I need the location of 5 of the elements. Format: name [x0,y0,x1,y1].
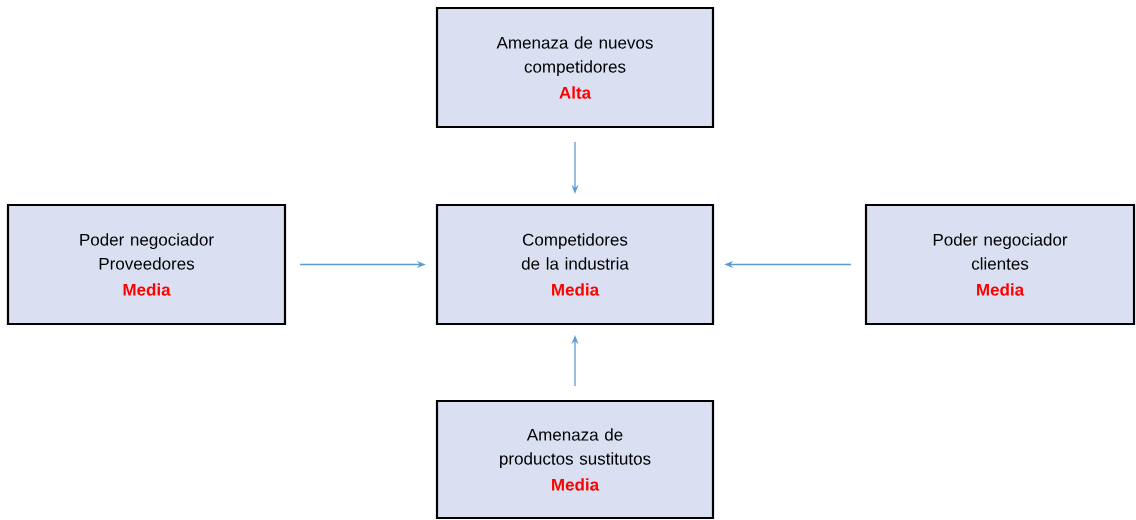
force-box: Amenaza de nuevos competidores Alta [435,6,715,129]
force-box: Poder negociador Proveedores Media [6,203,287,326]
force-box: Amenaza de productos sustitutos Media [435,399,715,520]
force-box: Competidores de la industria Media [435,203,715,326]
force-box: Poder negociador clientes Media [864,203,1136,326]
